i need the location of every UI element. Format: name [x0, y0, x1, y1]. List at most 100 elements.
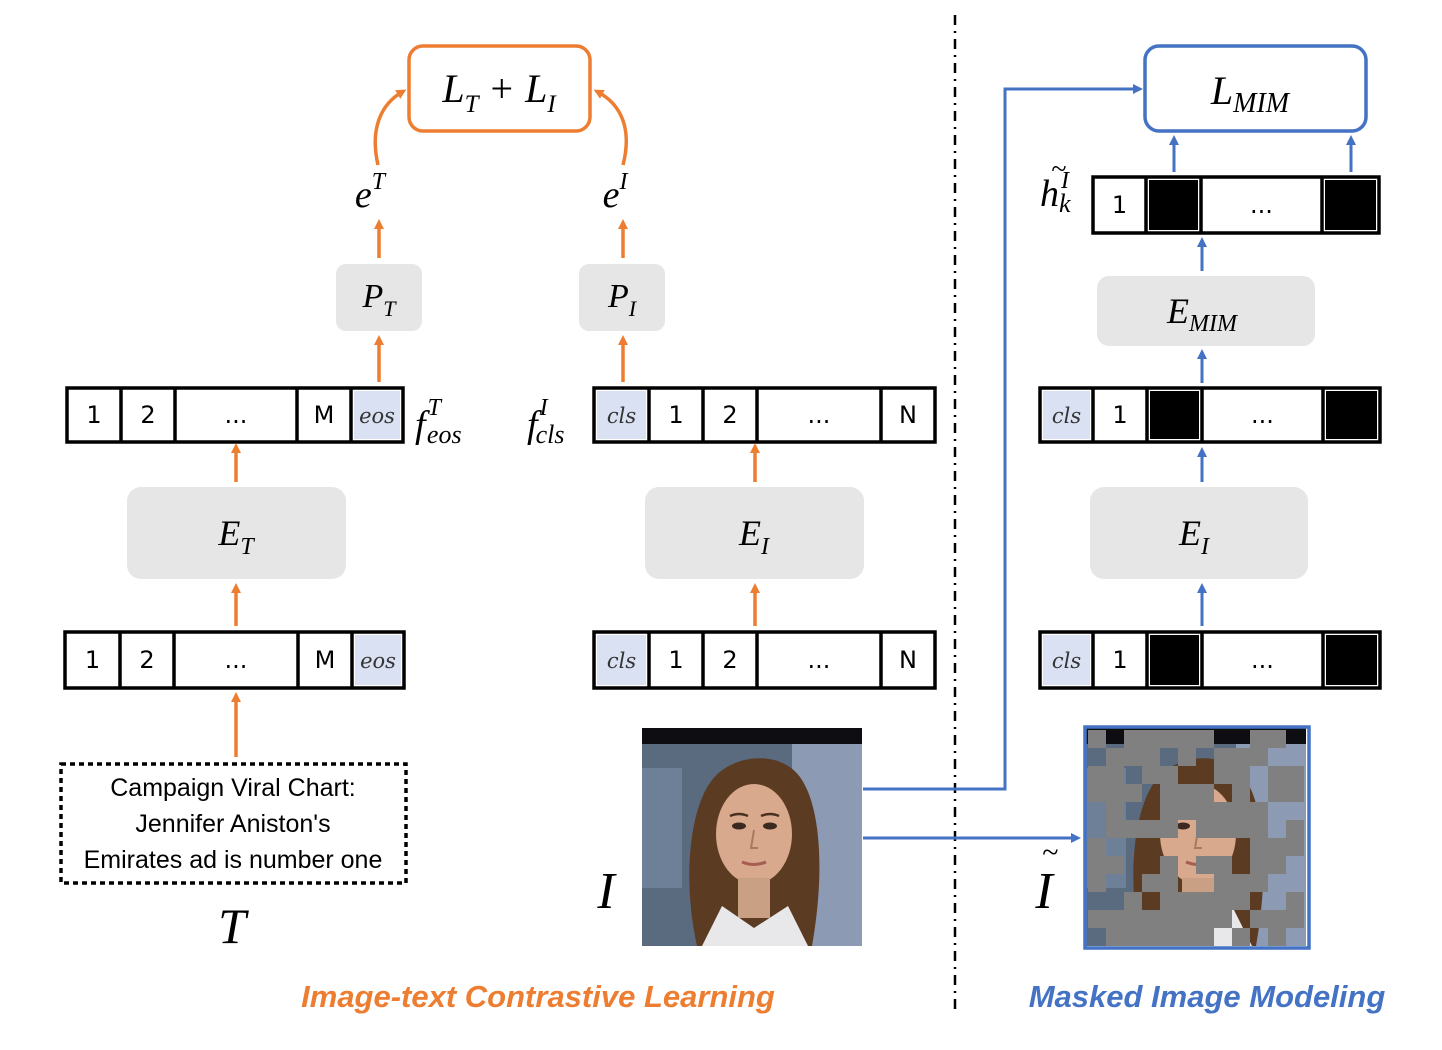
masked-patch — [1106, 766, 1124, 784]
masked-patch — [1124, 910, 1142, 928]
token-cell — [597, 635, 646, 685]
masked-patch — [1142, 748, 1160, 766]
masked-patch — [1214, 874, 1232, 892]
token-label: ... — [808, 646, 831, 674]
masked-patch — [1286, 766, 1304, 784]
masked-patch — [1232, 748, 1250, 766]
special-token-label: cls — [1052, 404, 1081, 428]
masked-patch — [1214, 766, 1232, 784]
masked-patch — [1250, 874, 1268, 892]
token-cell — [300, 391, 348, 439]
masked-patch — [1232, 874, 1250, 892]
token-cell — [124, 391, 172, 439]
masked-patch — [1268, 928, 1286, 946]
token-label: N — [899, 646, 917, 674]
token-label: M — [315, 646, 336, 674]
masked-patch — [1178, 802, 1196, 820]
masked-patch — [1250, 910, 1268, 928]
token-label: 2 — [140, 401, 155, 429]
masked-patch — [1286, 784, 1304, 802]
token-cell — [355, 635, 401, 685]
masked-patch — [1232, 928, 1250, 946]
mim-encoder-block: EMIM — [1097, 276, 1315, 346]
loss-plus: + — [491, 66, 514, 111]
text-projector-block: PT — [336, 264, 422, 331]
caption-line-1: Campaign Viral Chart: — [110, 774, 355, 802]
masked-patch — [1214, 748, 1232, 766]
masked-patch — [1178, 892, 1196, 910]
masked-patch — [1232, 820, 1250, 838]
svg-text:EI: EI — [1178, 513, 1210, 560]
token-cell — [1205, 635, 1320, 685]
special-token-label: cls — [607, 649, 636, 673]
masked-patch — [1106, 820, 1124, 838]
masked-token-cell — [1326, 635, 1377, 685]
token-cell — [1096, 391, 1144, 439]
masked-patch — [1286, 838, 1304, 856]
masked-patch — [1214, 892, 1232, 910]
token-cell — [884, 391, 932, 439]
masked-patch — [1196, 910, 1214, 928]
svg-text:PT: PT — [361, 278, 397, 321]
caption-line-2: Jennifer Aniston's — [135, 810, 330, 838]
svg-text:PI: PI — [607, 278, 638, 321]
mim-image-encoder-block: EI — [1090, 487, 1308, 579]
mim-section-title: Masked Image Modeling — [1029, 979, 1386, 1014]
token-label: 1 — [1112, 191, 1127, 219]
masked-patch — [1268, 784, 1286, 802]
token-label: 1 — [86, 401, 101, 429]
masked-patch — [1160, 802, 1178, 820]
text-symbol: T — [218, 898, 249, 954]
hidden-state-tilde: ~ — [1051, 154, 1066, 185]
image-projector-block: PI — [579, 264, 665, 331]
token-label: N — [899, 401, 917, 429]
arrow-eT-to-loss — [373, 89, 407, 166]
masked-patch — [1268, 838, 1286, 856]
masked-patch — [1142, 928, 1160, 946]
token-label: ... — [225, 646, 248, 674]
svg-text:LT+LI: LT+LI — [441, 66, 557, 118]
masked-patch — [1088, 730, 1106, 748]
masked-patch — [1106, 784, 1124, 802]
mim-loss-box: LMIM — [1143, 44, 1368, 133]
loss-l2-text: L — [524, 66, 547, 111]
masked-patch — [1088, 910, 1106, 928]
image-symbol: I — [596, 863, 617, 920]
token-label: 2 — [722, 401, 737, 429]
masked-patch — [1232, 784, 1250, 802]
token-cell — [1204, 180, 1319, 230]
token-label: ... — [1251, 401, 1274, 429]
masked-patch — [1160, 874, 1178, 892]
masked-patch — [1088, 784, 1106, 802]
token-cell — [760, 391, 878, 439]
masked-patch — [1106, 802, 1124, 820]
masked-patch — [1160, 928, 1178, 946]
masked-patch — [1196, 856, 1214, 874]
arrow-eI-to-loss — [593, 89, 628, 166]
loss-sub-t: T — [465, 91, 481, 118]
masked-patch — [1106, 928, 1124, 946]
masked-patch — [1178, 730, 1196, 748]
token-cell — [597, 391, 646, 439]
masked-patch — [1268, 910, 1286, 928]
masked-patch — [1286, 820, 1304, 838]
masked-patch — [1196, 784, 1214, 802]
token-label: 2 — [722, 646, 737, 674]
masked-patch — [1232, 892, 1250, 910]
token-label: M — [314, 401, 335, 429]
masked-patch — [1232, 766, 1250, 784]
token-cell — [354, 391, 400, 439]
masked-patch — [1142, 766, 1160, 784]
masked-image-symbol: I — [1034, 863, 1055, 920]
masked-patch — [1232, 802, 1250, 820]
svg-text:ET: ET — [217, 513, 255, 560]
masked-patch — [1124, 892, 1142, 910]
masked-patch — [1196, 820, 1214, 838]
contrastive-section-title: Image-text Contrastive Learning — [301, 979, 775, 1014]
masked-patch — [1088, 838, 1106, 856]
token-cell — [706, 635, 754, 685]
masked-patch — [1268, 856, 1286, 874]
